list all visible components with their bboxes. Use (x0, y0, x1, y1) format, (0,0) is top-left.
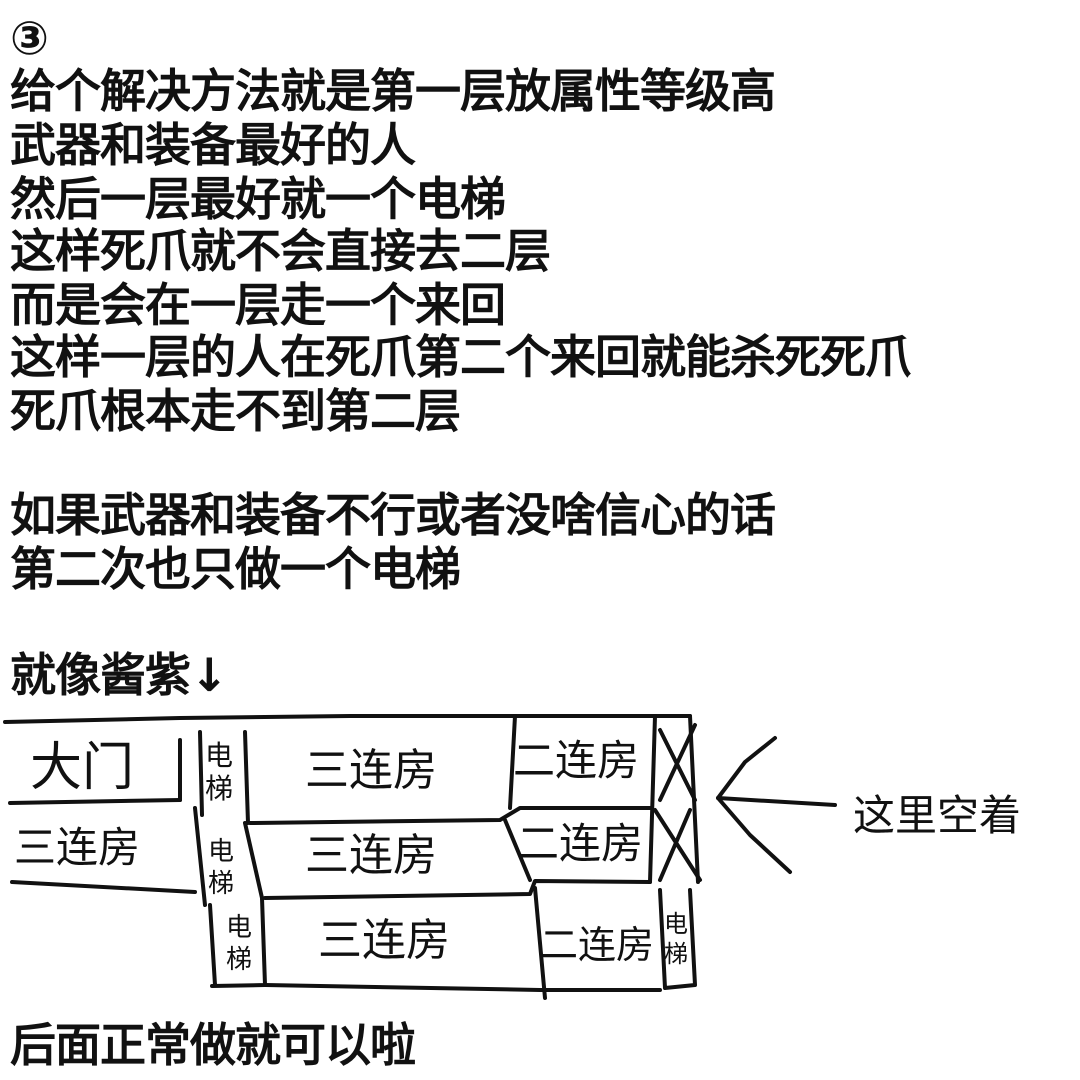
room-double-floor2: 二连房 (517, 819, 643, 868)
example-caption: 就像酱紫↓ (10, 648, 229, 702)
empty-column-note: 这里空着 (853, 791, 1021, 840)
elevator-floor2-char1: 电 (208, 837, 234, 867)
room-triple-floor2: 三连房 (305, 830, 437, 881)
elevator-floor1-char2: 梯 (205, 772, 233, 805)
step-number: ③ (10, 11, 49, 65)
elevator-floor3-right-char1: 电 (664, 910, 688, 938)
room-triple-floor2-left: 三连房 (14, 823, 140, 872)
text-line-5: 而是会在一层走一个来回 (10, 278, 506, 332)
text-line-9: 第二次也只做一个电梯 (10, 542, 461, 596)
text-line-6: 这样一层的人在死爪第二个来回就能杀死死爪 (10, 330, 911, 384)
text-line-4: 这样死爪就不会直接去二层 (10, 224, 551, 278)
door-label: 大门 (30, 738, 134, 798)
elevator-floor3-left-char2: 梯 (226, 945, 252, 975)
room-triple-floor3: 三连房 (318, 915, 450, 966)
room-double-floor1: 二连房 (513, 736, 639, 785)
footer-text: 后面正常做就可以啦 (10, 1018, 416, 1072)
elevator-floor1-char1: 电 (205, 739, 233, 772)
room-triple-floor1: 三连房 (305, 745, 437, 796)
elevator-floor2-char2: 梯 (208, 869, 234, 899)
text-line-2: 武器和装备最好的人 (10, 118, 416, 172)
text-line-1: 给个解决方法就是第一层放属性等级高 (10, 64, 776, 118)
text-line-3: 然后一层最好就一个电梯 (10, 172, 506, 226)
elevator-floor3-right-char2: 梯 (664, 940, 688, 968)
text-line-8: 如果武器和装备不行或者没啥信心的话 (10, 488, 776, 542)
elevator-floor3-left-char1: 电 (226, 913, 252, 943)
room-double-floor3: 二连房 (540, 923, 654, 967)
text-line-7: 死爪根本走不到第二层 (10, 384, 461, 438)
